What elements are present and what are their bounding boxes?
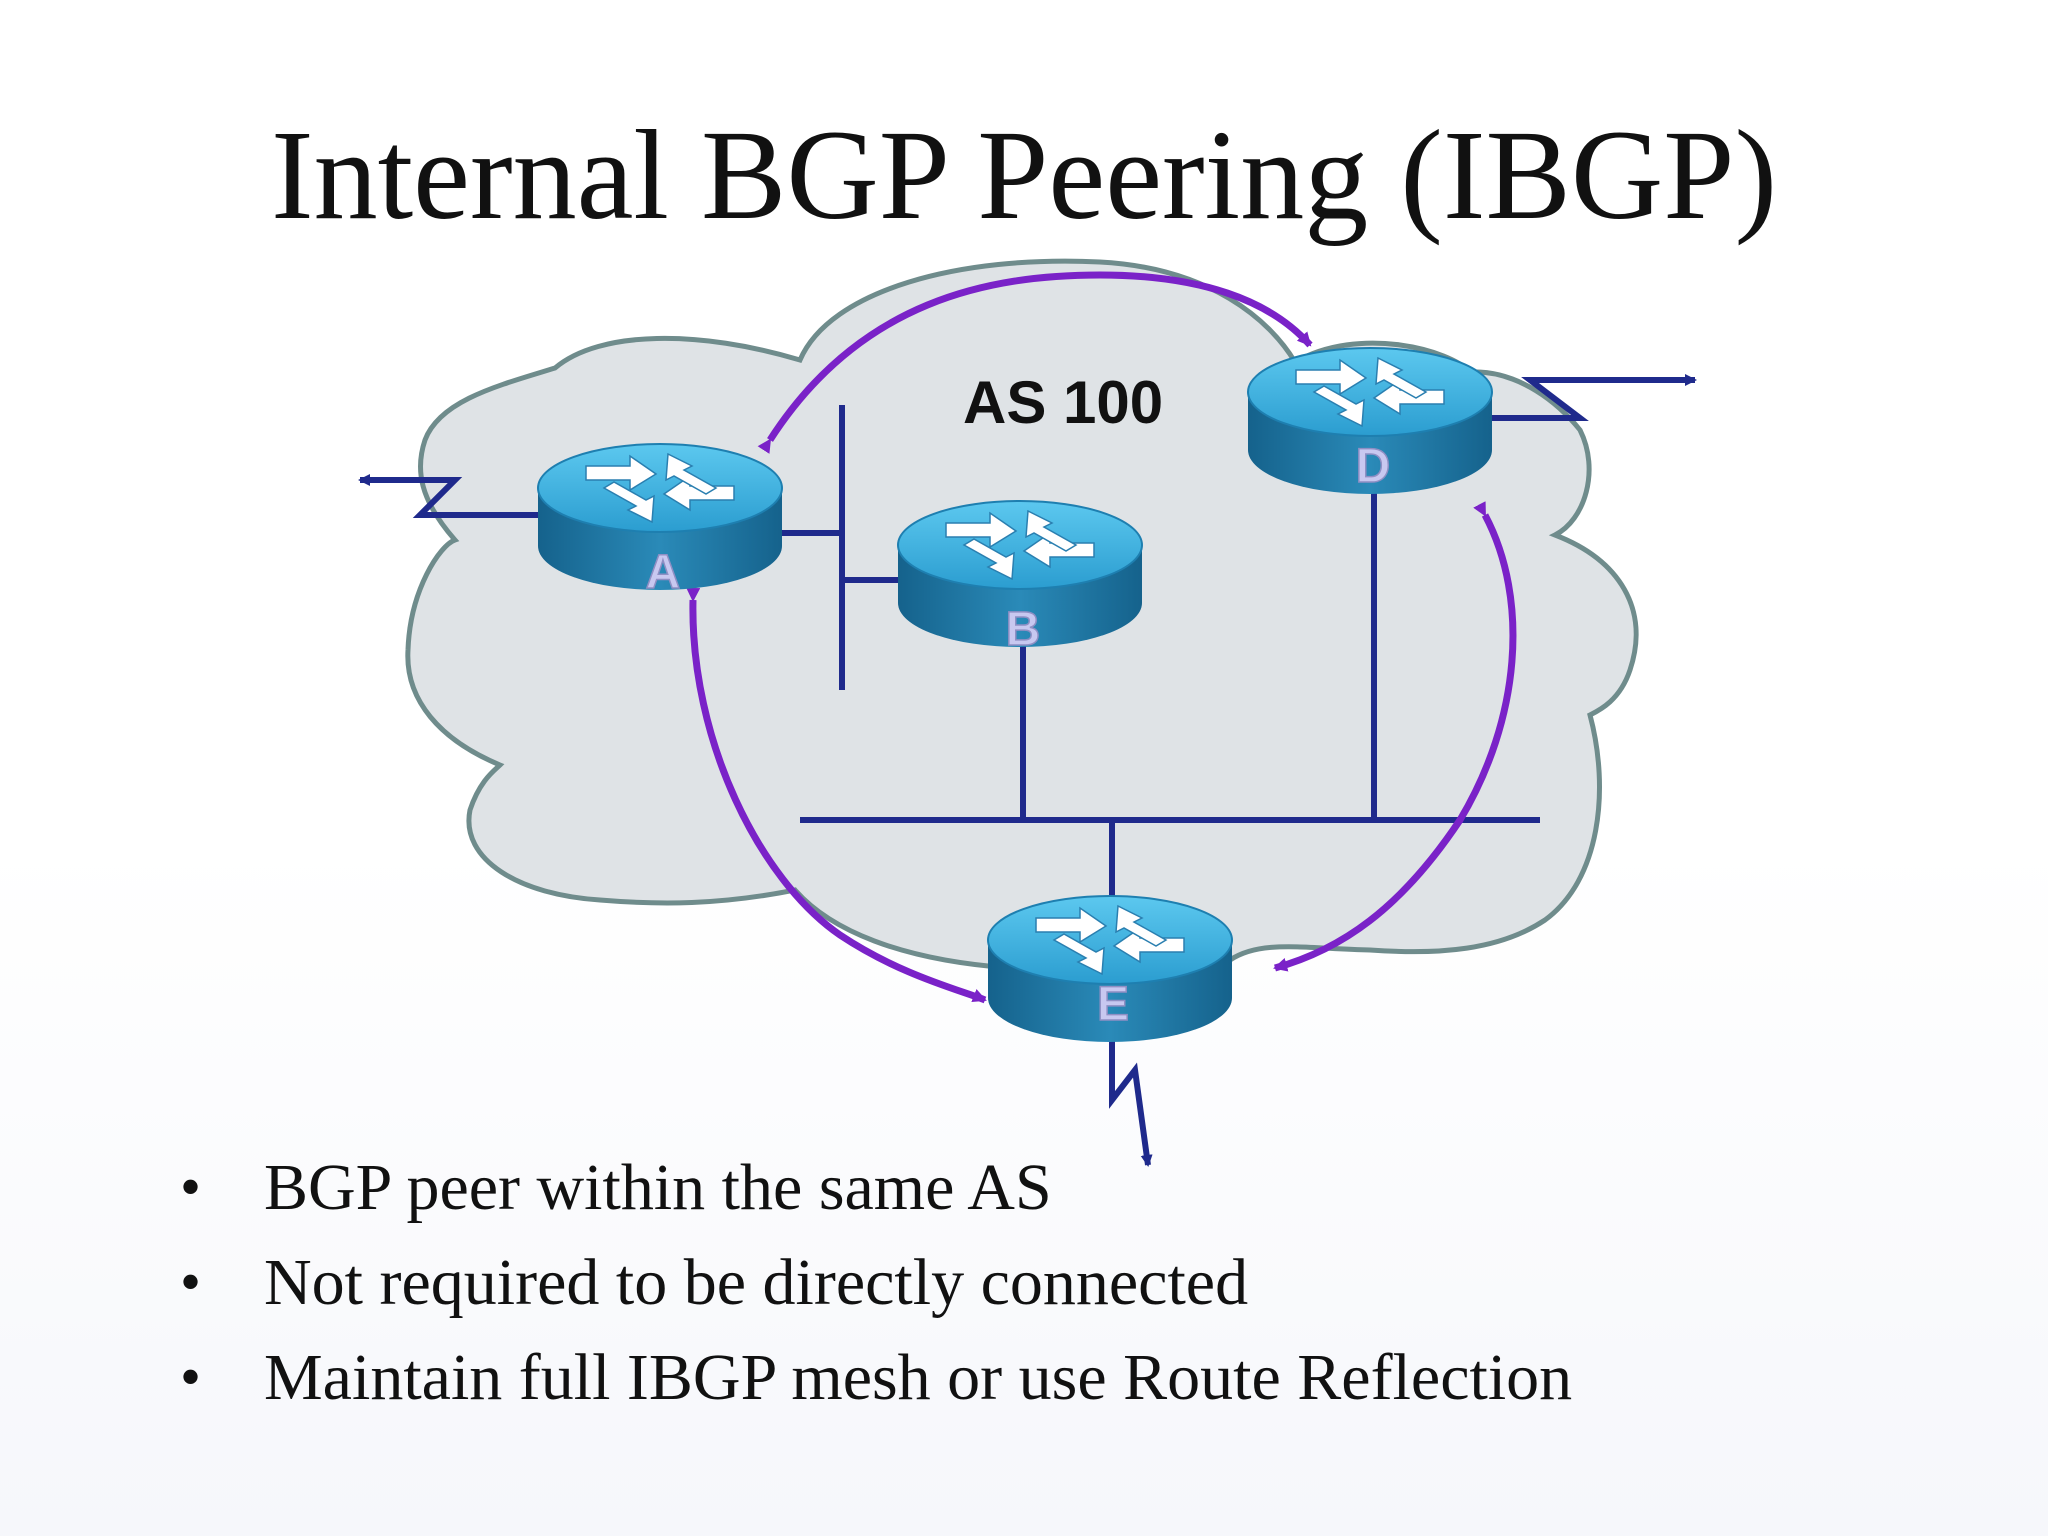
router-b: B bbox=[897, 500, 1143, 657]
bullet-marker: • bbox=[180, 1249, 202, 1315]
bullet-marker: • bbox=[180, 1154, 202, 1220]
router-e-label: E bbox=[1097, 978, 1129, 1031]
router-a-label: A bbox=[646, 546, 681, 599]
serial-link-a-external bbox=[358, 474, 540, 518]
serial-link-d-external bbox=[1490, 374, 1697, 421]
bullet-item: • Not required to be directly connected bbox=[180, 1235, 1572, 1330]
router-e: E bbox=[987, 895, 1233, 1043]
bullet-text: BGP peer within the same AS bbox=[264, 1151, 1052, 1224]
bullet-text: Maintain full IBGP mesh or use Route Ref… bbox=[264, 1341, 1573, 1414]
router-d-label: D bbox=[1356, 440, 1391, 493]
ibgp-peering-arrow-d-e bbox=[1273, 501, 1517, 972]
bullet-marker: • bbox=[180, 1344, 202, 1410]
as-label: AS 100 bbox=[963, 369, 1163, 436]
serial-link-e-external bbox=[1109, 1025, 1153, 1167]
router-a: A bbox=[537, 443, 783, 600]
slide-title: Internal BGP Peering (IBGP) bbox=[270, 104, 1778, 246]
ibgp-peering-arrow-a-d bbox=[757, 271, 1313, 454]
bullet-text: Not required to be directly connected bbox=[264, 1246, 1249, 1319]
ibgp-peering-arrow-a-e bbox=[686, 587, 987, 1004]
bullet-item: • Maintain full IBGP mesh or use Route R… bbox=[180, 1330, 1572, 1425]
router-d: D bbox=[1247, 347, 1493, 495]
bullet-item: • BGP peer within the same AS bbox=[180, 1140, 1572, 1235]
router-b-label: B bbox=[1006, 603, 1041, 656]
bullet-list: • BGP peer within the same AS • Not requ… bbox=[180, 1140, 1572, 1425]
